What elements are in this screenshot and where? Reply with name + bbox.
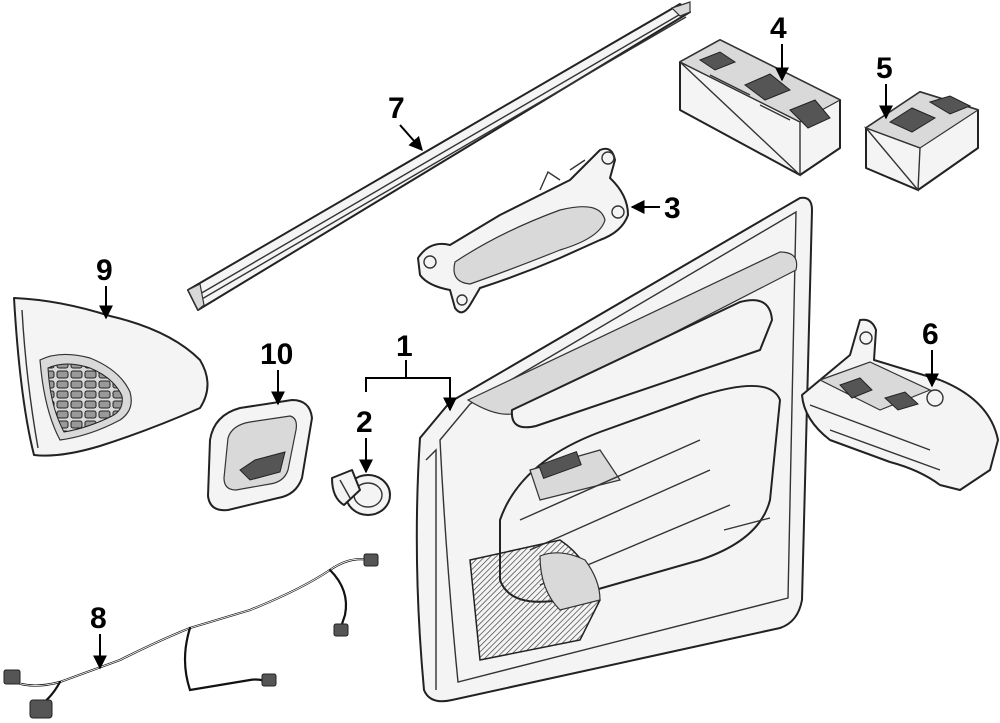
callout-8: 8 (90, 602, 107, 635)
callout-2: 2 (356, 406, 373, 439)
inside-handle-part (417, 147, 629, 314)
passenger-switch-part (863, 91, 980, 192)
callout-4: 4 (770, 12, 787, 45)
leader-1 (365, 360, 407, 392)
leader-lines (93, 44, 939, 670)
leader-1b (406, 377, 457, 412)
callout-5: 5 (876, 52, 893, 85)
wiring-harness-part (3, 553, 379, 719)
leader-7 (399, 124, 423, 152)
callout-1: 1 (396, 330, 413, 363)
callout-6: 6 (922, 318, 939, 351)
belt-molding-part (187, 1, 691, 311)
mirror-trim-part (13, 297, 209, 457)
callout-9: 9 (96, 254, 113, 287)
door-panel-part (415, 196, 813, 703)
callout-7: 7 (388, 92, 405, 125)
switch-bezel-part (801, 318, 999, 491)
trim-clip-part (331, 469, 391, 516)
callout-10: 10 (260, 338, 293, 371)
pull-cup-part (207, 399, 313, 512)
callout-labels: 7 3 4 5 9 10 1 2 6 8 (90, 12, 939, 635)
master-switch-part (678, 39, 842, 177)
callout-3: 3 (664, 192, 681, 225)
